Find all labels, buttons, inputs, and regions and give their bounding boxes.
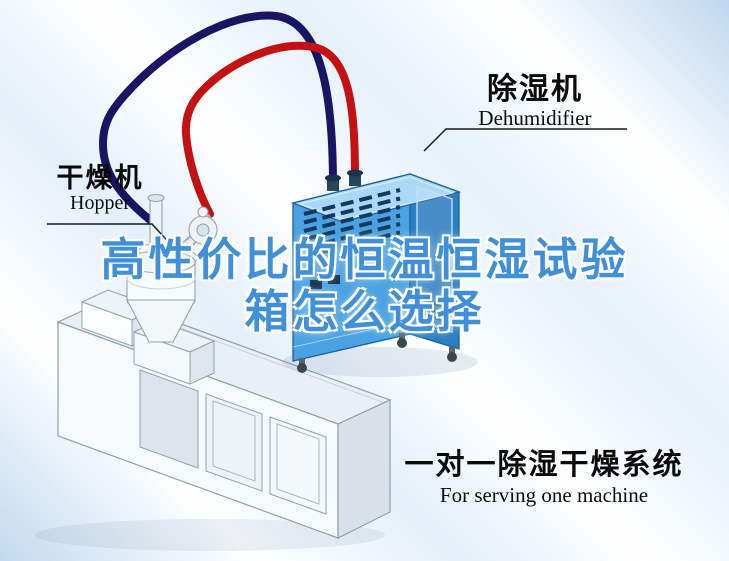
hopper-motor <box>188 206 218 245</box>
extruder-machine-illustration <box>35 289 392 551</box>
blue-supply-hose <box>98 11 337 224</box>
red-return-hose <box>181 41 359 218</box>
hopper-label: 干燥机 Hopper <box>36 164 164 215</box>
dehumidifier-shadow <box>282 347 478 377</box>
dehumidifier-vent-grille <box>303 188 401 259</box>
dehumidifier-label: 除湿机 Dehumidifier <box>440 74 630 130</box>
dehumidifier-label-zh: 除湿机 <box>487 73 583 106</box>
hose-fittings <box>325 169 363 191</box>
machine-shadow <box>35 519 385 551</box>
door-handle <box>420 250 424 261</box>
system-caption: 一对一除湿干燥系统 For serving one machine <box>383 450 705 508</box>
system-caption-zh: 一对一除湿干燥系统 <box>404 449 684 481</box>
dehumidifier-controls <box>292 266 411 348</box>
dehumidifier-machine-illustration <box>282 173 478 377</box>
dehumidifier-leader-line <box>423 128 627 152</box>
hopper-dryer-illustration <box>124 193 218 343</box>
hopper-cone <box>126 299 196 343</box>
dehumidifier-label-en: Dehumidifier <box>478 105 592 130</box>
dehumidifier-side-door <box>416 184 453 333</box>
hopper-label-en: Hopper <box>70 192 130 215</box>
hopper-leader-line <box>47 223 175 249</box>
caster-wheels <box>297 333 457 373</box>
hopper-label-zh: 干燥机 <box>56 163 144 193</box>
machine-panels <box>139 369 327 515</box>
system-caption-en: For serving one machine <box>439 483 649 508</box>
